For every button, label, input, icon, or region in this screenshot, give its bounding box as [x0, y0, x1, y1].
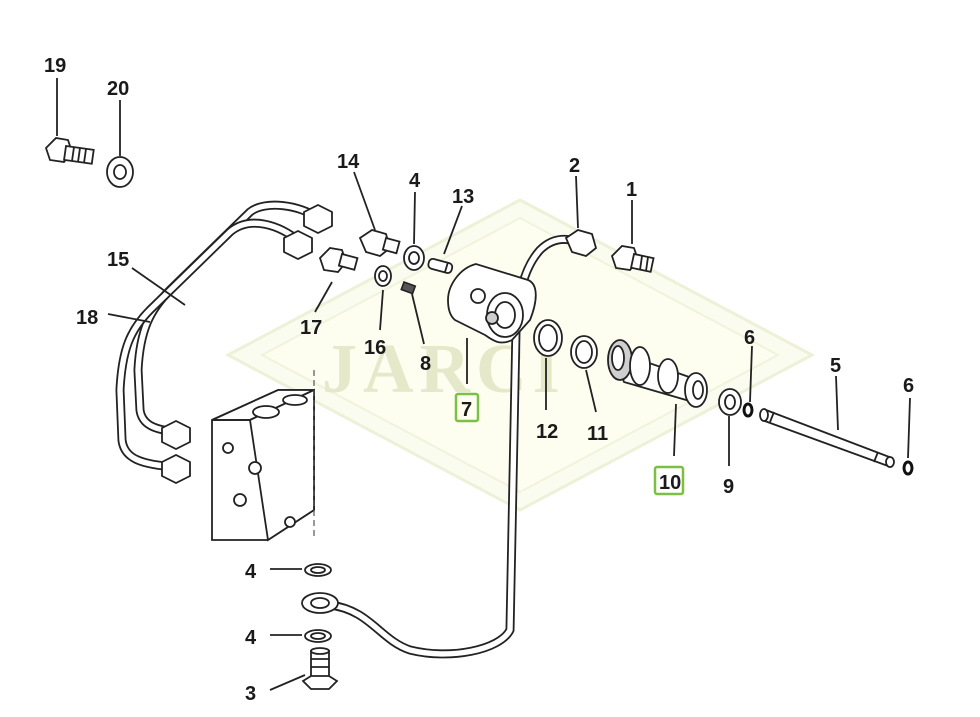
callout-19[interactable]: 19	[44, 55, 66, 77]
callout-3[interactable]: 3	[245, 683, 256, 705]
leader-lines	[56, 78, 911, 691]
callout-4-mid[interactable]: 4	[245, 561, 257, 583]
callout-20[interactable]: 20	[107, 78, 129, 100]
part-7-bracket	[447, 263, 537, 344]
part-14-fitting	[358, 229, 401, 257]
callout-10[interactable]: 10	[659, 472, 681, 494]
part-2-fitting	[564, 229, 598, 257]
watermark-text: JARCI	[322, 331, 566, 408]
long-pipe	[301, 234, 580, 659]
part-20-washer	[106, 156, 134, 188]
callout-13[interactable]: 13	[452, 186, 474, 208]
callout-7[interactable]: 7	[461, 399, 472, 421]
part-3-banjo-bolt	[301, 647, 339, 690]
callout-12[interactable]: 12	[536, 421, 558, 443]
callout-4-lower[interactable]: 4	[245, 627, 257, 649]
part-4-washer-lower-b	[304, 629, 332, 643]
part-8-screw	[400, 280, 417, 295]
callout-18[interactable]: 18	[76, 307, 98, 329]
callout-17[interactable]: 17	[300, 317, 322, 339]
callout-11[interactable]: 11	[587, 423, 608, 445]
part-1-fitting	[610, 245, 655, 273]
part-9-washer	[718, 388, 742, 416]
part-19-bolt	[44, 137, 95, 165]
callout-14[interactable]: 14	[337, 151, 360, 173]
callout-8[interactable]: 8	[420, 353, 431, 375]
part-12-o-ring	[533, 319, 563, 357]
part-6-o-ring-a	[742, 402, 754, 418]
callout-6-lower[interactable]: 6	[903, 375, 914, 397]
part-4-washer-upper	[403, 245, 425, 271]
callout-labels: 19 20 14 4 13 2 1 15 18 17 16 8 7 12 11 …	[44, 55, 914, 705]
callout-5[interactable]: 5	[830, 355, 841, 377]
callout-10-highlight	[653, 465, 685, 496]
callout-9[interactable]: 9	[723, 476, 734, 498]
callout-6-upper[interactable]: 6	[744, 327, 755, 349]
callout-1[interactable]: 1	[626, 179, 637, 201]
callout-15[interactable]: 15	[107, 249, 129, 271]
part-13-pin	[427, 257, 454, 274]
callout-2[interactable]: 2	[569, 155, 580, 177]
valve-block	[211, 370, 315, 542]
part-16-washer	[374, 265, 392, 287]
part-11-o-ring	[570, 335, 598, 369]
callout-16[interactable]: 16	[364, 337, 386, 359]
part-17-fitting	[318, 247, 359, 273]
callout-4-upper[interactable]: 4	[409, 170, 421, 192]
part-10-sleeve	[607, 339, 708, 408]
part-5-shaft	[759, 408, 895, 468]
callout-7-highlight	[454, 392, 480, 423]
part-6-o-ring-b	[902, 460, 914, 476]
part-4-washer-lower-a	[304, 563, 332, 577]
pipe-15-18	[115, 200, 333, 485]
